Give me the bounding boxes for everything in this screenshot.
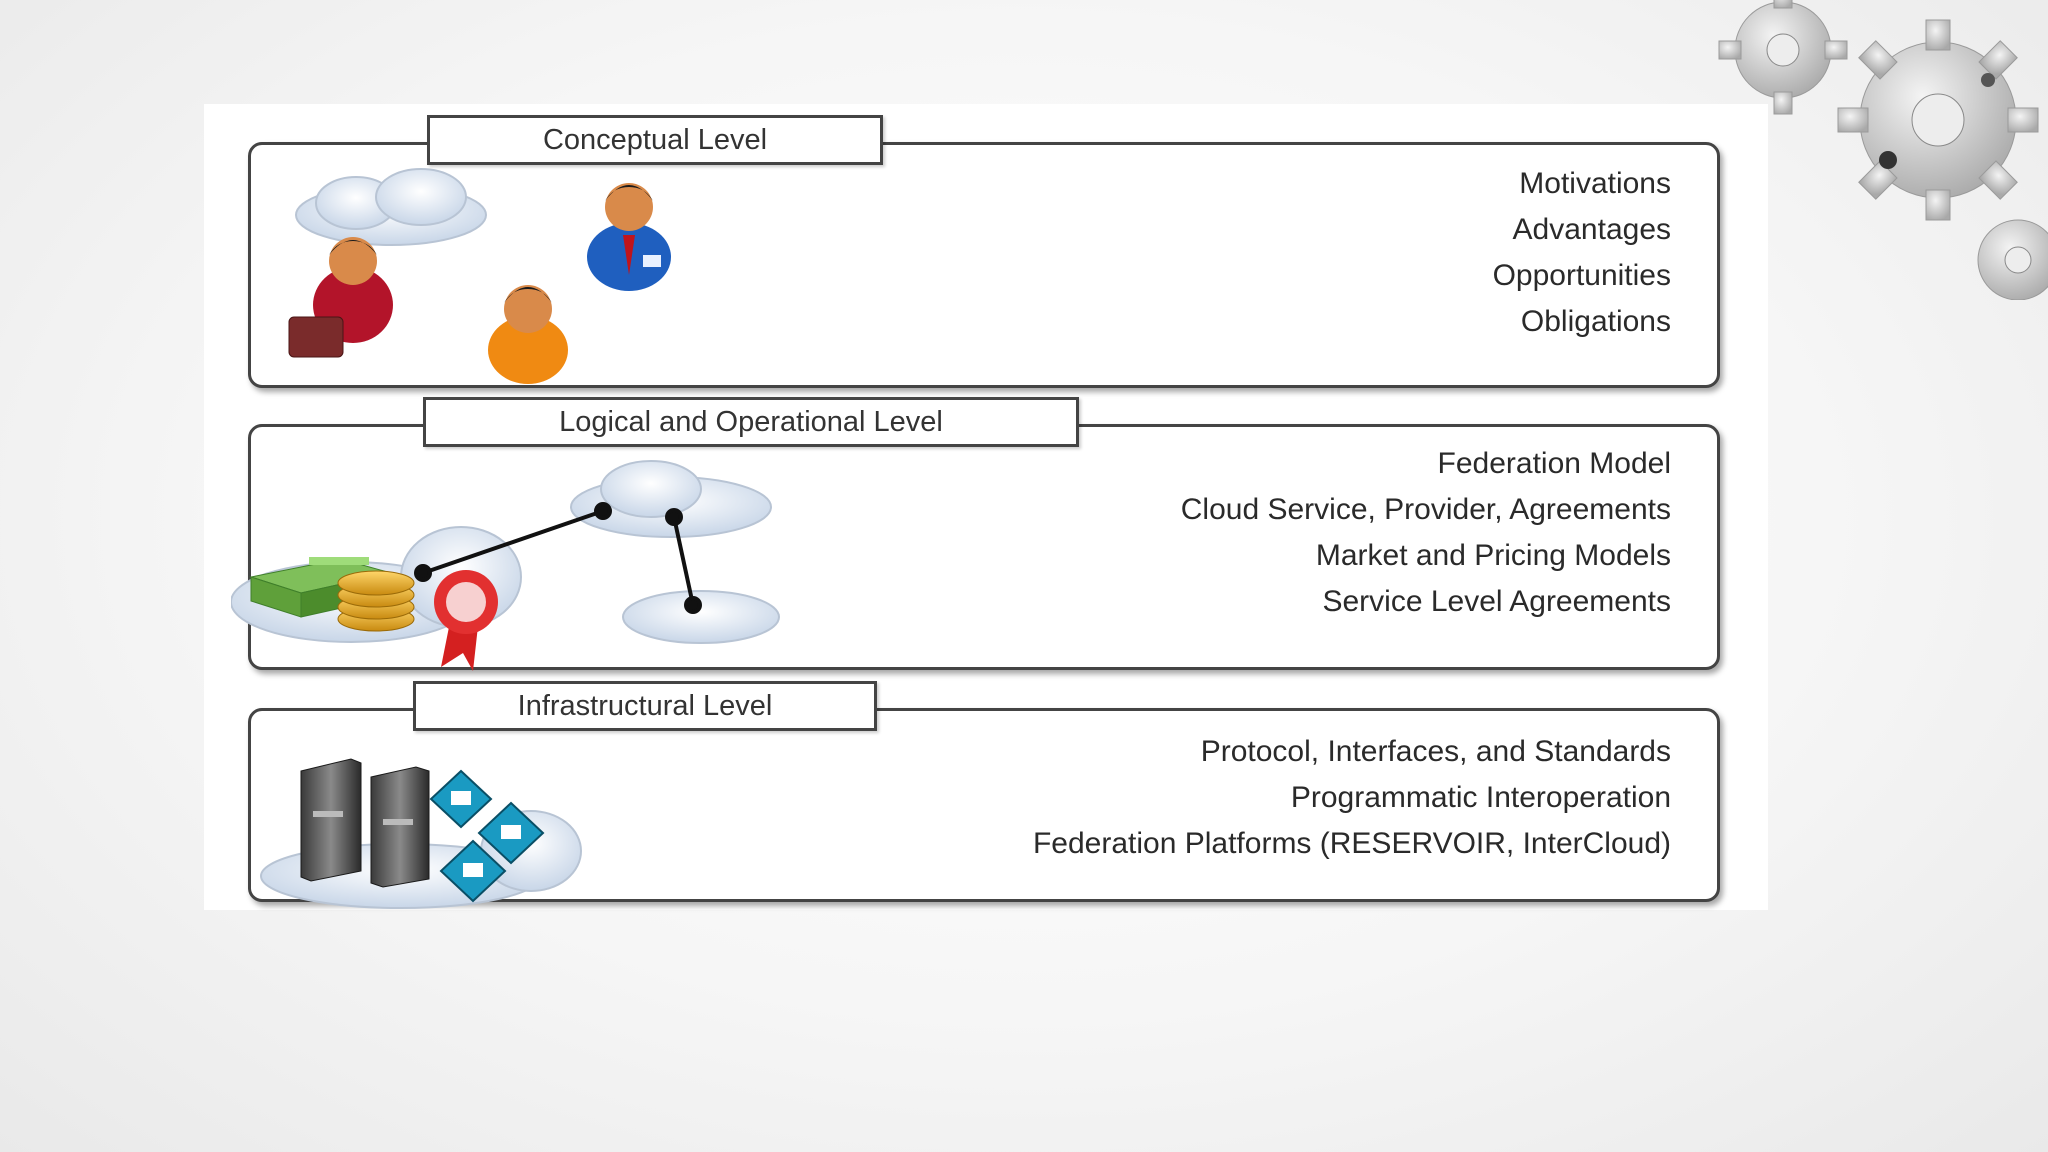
list-item: Advantages: [1512, 213, 1671, 246]
list-item: Federation Platforms (RESERVOIR, InterCl…: [1032, 827, 1671, 860]
list-item: Cloud Service, Provider, Agreements: [1180, 493, 1671, 526]
servers-and-network-icon: [260, 758, 582, 909]
list-item: Opportunities: [1492, 259, 1671, 292]
list-item: Programmatic Interoperation: [1290, 781, 1671, 814]
infrastructural-level-title: Infrastructural Level: [413, 681, 877, 731]
gears-decoration-icon: [1718, 0, 2048, 300]
infrastructural-items: Protocol, Interfaces, and Standards Prog…: [1033, 735, 1671, 861]
infrastructural-level-box: Infrastructural Level: [248, 681, 1720, 909]
diagram-panel: Conceptual Level: [204, 104, 1768, 910]
list-item: Obligations: [1520, 305, 1671, 338]
list-item: Service Level Agreements: [1322, 585, 1671, 618]
conceptual-items: Motivations Advantages Opportunities Obl…: [1493, 167, 1671, 339]
list-item: Motivations: [1519, 167, 1671, 200]
logical-operational-level-box: Logical and Operational Level: [231, 397, 1720, 671]
conceptual-level-title: Conceptual Level: [427, 115, 883, 165]
conceptual-level-box: Conceptual Level: [248, 115, 1720, 388]
logical-operational-level-title: Logical and Operational Level: [423, 397, 1079, 447]
logical-operational-items: Federation Model Cloud Service, Provider…: [1181, 447, 1671, 619]
list-item: Federation Model: [1437, 447, 1671, 480]
list-item: Protocol, Interfaces, and Standards: [1200, 735, 1671, 768]
list-item: Market and Pricing Models: [1315, 539, 1671, 572]
money-and-connected-clouds-icon: [231, 460, 780, 671]
people-and-clouds-icon: [288, 168, 671, 384]
